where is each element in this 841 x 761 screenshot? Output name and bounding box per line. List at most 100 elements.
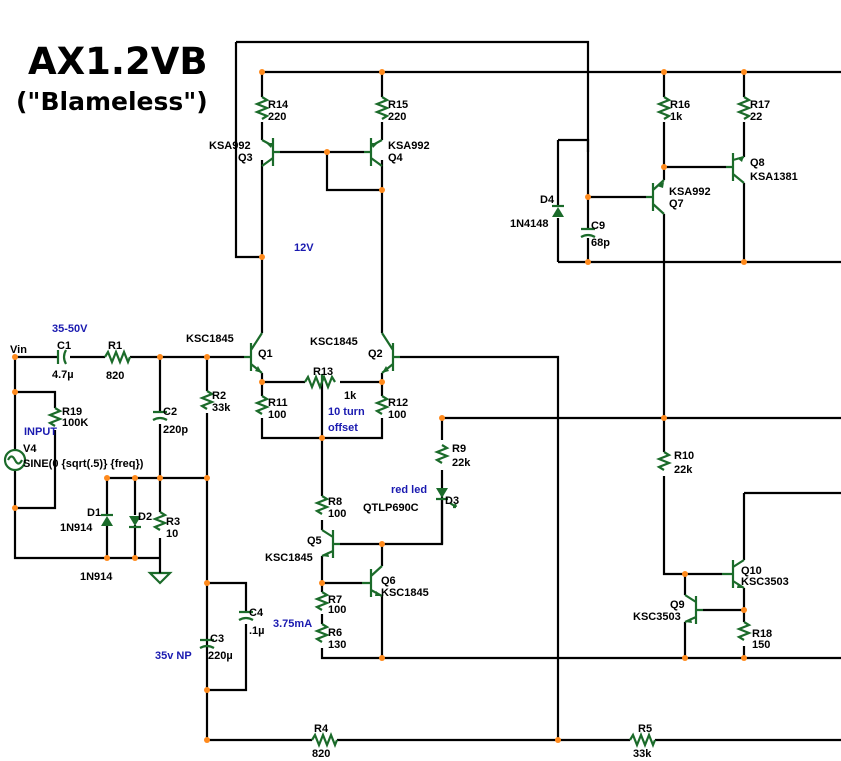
- q4-ref: Q4: [388, 152, 404, 164]
- q3-value: KSA992: [209, 140, 251, 152]
- r12-ref: R12: [388, 397, 408, 409]
- q7-ref: Q7: [669, 198, 684, 210]
- r5-value: 33k: [633, 748, 652, 760]
- r16-symbol: [656, 96, 672, 120]
- r4-ref: R4: [314, 723, 329, 735]
- c1-value: 4.7µ: [52, 369, 74, 381]
- q1-ref: Q1: [258, 348, 273, 360]
- r1-ref: R1: [108, 340, 122, 352]
- note-10-turn: 10 turn: [328, 406, 365, 418]
- d4-value: 1N4148: [510, 218, 549, 230]
- r12-symbol: [374, 395, 390, 415]
- c4-ref: C4: [249, 607, 264, 619]
- r8-value: 100: [328, 508, 346, 520]
- q2-ref: Q2: [368, 348, 383, 360]
- ground-symbol: [147, 571, 173, 585]
- r3-symbol: [152, 511, 168, 531]
- q10-transistor: [722, 559, 745, 589]
- schematic-title: AX1.2VB: [28, 40, 208, 83]
- r19-symbol: [47, 407, 63, 427]
- d1-value: 1N914: [60, 522, 93, 534]
- q8-transistor: [726, 153, 745, 184]
- q1-transistor: [244, 332, 263, 374]
- q10-ref: Q10: [741, 565, 762, 577]
- q10-value: KSC3503: [741, 576, 789, 588]
- r6-value: 130: [328, 639, 346, 651]
- r7-value: 100: [328, 604, 346, 616]
- d1-symbol: [101, 516, 113, 526]
- c2-value: 220p: [163, 424, 188, 436]
- r17-ref: R17: [750, 99, 770, 111]
- r11-value: 100: [268, 409, 286, 421]
- r2-symbol: [199, 390, 215, 410]
- d4-symbol: [552, 207, 564, 217]
- r8-symbol: [314, 495, 330, 515]
- q8-ref: Q8: [750, 157, 765, 169]
- r9-symbol: [434, 444, 450, 464]
- d3-value: QTLP690C: [363, 502, 419, 514]
- r13-value: 1k: [344, 390, 357, 402]
- r4-symbol: [311, 732, 339, 748]
- r11-ref: R11: [268, 397, 288, 409]
- r1-value: 820: [106, 370, 124, 382]
- d2-symbol: [129, 516, 141, 526]
- component-labels: R14 220 R15 220 KSA992 Q3 KSA992 Q4 R16 …: [10, 99, 798, 760]
- c2-symbol: [152, 410, 168, 421]
- r9-ref: R9: [452, 443, 466, 455]
- r15-value: 220: [388, 111, 406, 123]
- r10-symbol: [656, 451, 672, 471]
- d2-value: 1N914: [80, 571, 113, 583]
- junctions: [12, 69, 747, 743]
- q2-transistor: [381, 332, 400, 374]
- r19-ref: R19: [62, 406, 82, 418]
- r2-value: 33k: [212, 402, 231, 414]
- r10-ref: R10: [674, 450, 694, 462]
- c3-ref: C3: [210, 633, 224, 645]
- r14-value: 220: [268, 111, 286, 123]
- q9-value: KSC3503: [633, 611, 681, 623]
- r6-ref: R6: [328, 627, 342, 639]
- r5-ref: R5: [638, 723, 652, 735]
- q4-transistor: [364, 138, 383, 167]
- note-12v: 12V: [294, 242, 314, 254]
- q6-ref: Q6: [381, 575, 396, 587]
- c3-value: 220µ: [208, 650, 233, 662]
- r16-ref: R16: [670, 99, 690, 111]
- r9-value: 22k: [452, 457, 471, 469]
- d1-ref: D1: [87, 507, 101, 519]
- r14-ref: R14: [268, 99, 289, 111]
- r4-value: 820: [312, 748, 330, 760]
- r7-symbol: [314, 591, 330, 611]
- q9-transistor: [684, 594, 703, 624]
- note-input: INPUT: [24, 426, 57, 438]
- r12-value: 100: [388, 409, 406, 421]
- r19-value: 100K: [62, 417, 88, 429]
- c9-ref: C9: [591, 220, 605, 232]
- c9-symbol: [580, 227, 596, 238]
- r8-ref: R8: [328, 496, 342, 508]
- r6-symbol: [314, 623, 330, 643]
- r18-value: 150: [752, 639, 770, 651]
- v4-ref: V4: [23, 443, 37, 455]
- c2-ref: C2: [163, 406, 177, 418]
- r17-value: 22: [750, 111, 762, 123]
- c4-symbol: [238, 610, 254, 621]
- q7-transistor: [646, 179, 665, 215]
- q6-value: KSC1845: [381, 587, 429, 599]
- c9-value: 68p: [591, 237, 610, 249]
- r5-symbol: [629, 732, 657, 748]
- note-current: 3.75mA: [273, 618, 312, 630]
- components: [3, 96, 752, 748]
- note-red-led: red led: [391, 484, 427, 496]
- q2-value: KSC1845: [310, 336, 358, 348]
- v4-value: SINE(0 {sqrt(.5)} {freq}): [23, 458, 144, 470]
- q7-value: KSA992: [669, 186, 711, 198]
- q5-value: KSC1845: [265, 552, 313, 564]
- d2-ref: D2: [138, 511, 152, 523]
- r15-symbol: [374, 96, 390, 120]
- note-offset: offset: [328, 422, 358, 434]
- schematic-subtitle: ("Blameless"): [16, 87, 208, 116]
- r11-symbol: [254, 395, 270, 415]
- c3-symbol: [199, 638, 215, 649]
- q1-value: KSC1845: [186, 333, 234, 345]
